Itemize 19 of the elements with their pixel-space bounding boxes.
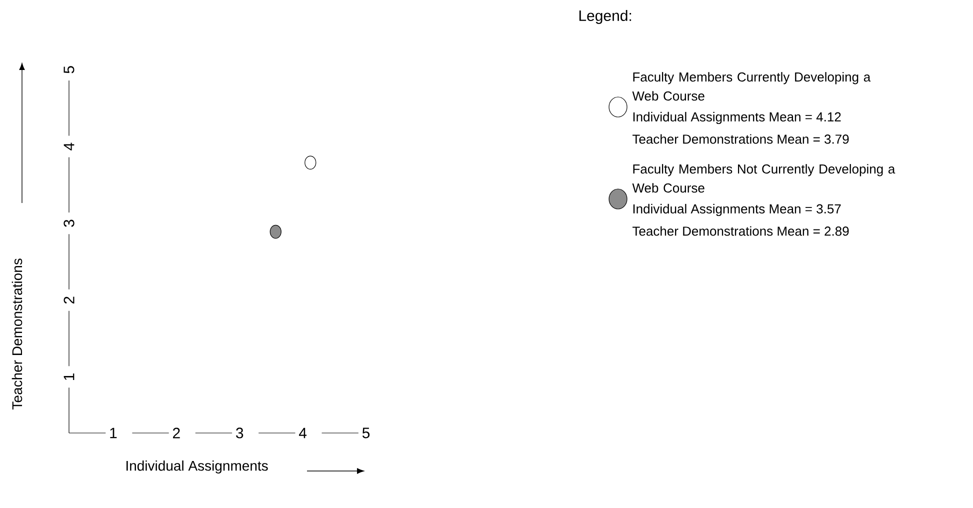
tick-label: 2 — [64, 296, 74, 304]
legend-note: Individual Assignments Mean = 3.57 — [633, 204, 841, 216]
axis-title: Individual Assignments — [126, 460, 268, 474]
tick-label: 5 — [64, 66, 74, 74]
legend-title: Legend: — [579, 10, 632, 24]
legend-note: Individual Assignments Mean = 4.12 — [633, 112, 841, 124]
tick-label: 1 — [110, 428, 117, 438]
legend-note: Teacher Demonstrations Mean = 3.79 — [632, 134, 849, 144]
tick-label: 3 — [236, 428, 244, 438]
tick-label: 4 — [299, 428, 307, 438]
legend-note: Teacher Demonstrations Mean = 2.89 — [632, 226, 849, 236]
legend-text: Faculty Members Currently Developing a Web Course — [632, 72, 871, 101]
tick-label: 3 — [64, 220, 74, 227]
tick-label: 4 — [64, 142, 74, 150]
axis-title: Teacher Demonstrations — [12, 258, 22, 410]
tick-label: 2 — [173, 428, 180, 438]
tick-label: 1 — [64, 374, 74, 380]
tick-label: 5 — [362, 428, 370, 438]
legend-text: Faculty Members Not Currently Developing a Web Course — [632, 164, 896, 193]
